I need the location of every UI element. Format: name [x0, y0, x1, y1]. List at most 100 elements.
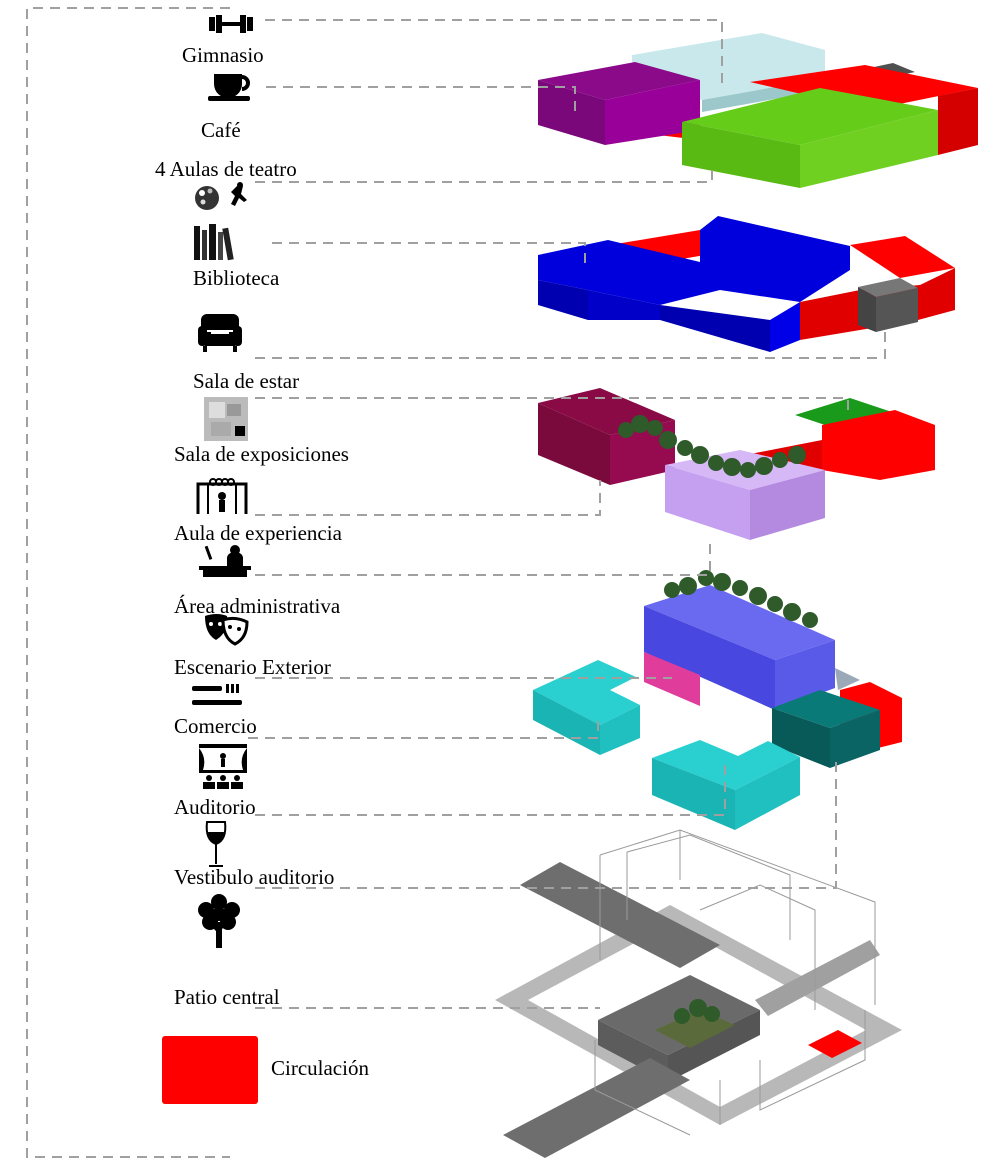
volume-aulas-teatro-front	[682, 122, 800, 188]
volume-escenario-top	[644, 585, 835, 660]
tree	[631, 415, 649, 433]
tree	[618, 422, 634, 438]
leader-aulas-teatro	[255, 165, 713, 183]
volume-aulas-teatro-top	[682, 88, 938, 145]
wire-edge	[599, 829, 876, 1005]
leader-auditorio	[255, 760, 726, 816]
base-cross-band-3	[755, 940, 880, 1016]
volume-circulacion-top	[750, 65, 978, 110]
label-biblioteca: Biblioteca	[193, 266, 280, 290]
base-wireframe	[594, 829, 876, 1136]
tree	[698, 570, 714, 586]
palette-dance-icon	[195, 182, 247, 210]
wire-edge	[759, 1010, 866, 1111]
volume-sala-estar-front	[858, 287, 876, 332]
tree	[732, 580, 748, 596]
books-icon	[194, 224, 234, 261]
volume-cafe-top	[538, 62, 700, 100]
tree	[772, 452, 788, 468]
volume-comercio-top	[533, 660, 640, 725]
coffee-cup-icon	[208, 74, 250, 101]
volume-circulacion-l3-b	[850, 236, 955, 278]
volume-circulacion-top-side	[938, 88, 978, 155]
armchair-icon	[198, 314, 242, 352]
label-escenario-exterior: Escenario Exterior	[174, 655, 331, 679]
tree	[723, 458, 741, 476]
legend-swatch-circulacion	[162, 1036, 258, 1104]
volume-sala-estar-top	[858, 278, 918, 297]
volume-comercio2-front	[652, 758, 735, 830]
tree	[679, 577, 697, 595]
leader-sala-estar	[255, 330, 886, 359]
wire-edge	[594, 1040, 691, 1136]
tree	[664, 582, 680, 598]
label-comercio: Comercio	[174, 714, 257, 738]
wire-edge	[626, 834, 791, 940]
level-top	[538, 33, 978, 188]
tree	[783, 603, 801, 621]
label-aulas-teatro: 4 Aulas de teatro	[155, 157, 297, 181]
label-sala-exposiciones: Sala de exposiciones	[174, 442, 349, 466]
leader-vestibulo	[255, 760, 837, 889]
stage-audience-icon	[199, 744, 247, 789]
wire-edge	[699, 884, 816, 1010]
tree	[713, 573, 731, 591]
base-cross-band-2	[503, 1058, 690, 1158]
volume-auditorio-top	[772, 690, 880, 728]
tree	[674, 1008, 690, 1024]
volume-plinth-grey	[835, 668, 860, 690]
volume-exposiciones-front	[538, 403, 610, 485]
frame-dashed-line	[26, 7, 230, 1158]
wine-glass-icon	[205, 821, 227, 867]
gallery-icon	[204, 397, 248, 441]
volume-biblioteca-side	[770, 302, 800, 352]
tree	[677, 440, 693, 456]
tree	[691, 446, 709, 464]
tree-icon	[198, 894, 240, 948]
label-sala-estar: Sala de estar	[193, 369, 300, 393]
tree	[767, 596, 783, 612]
leader-area-administrativa	[255, 540, 711, 576]
volume-cafe-side	[605, 80, 700, 145]
volume-aulas-teatro-side	[800, 110, 938, 188]
label-vestibulo: Vestibulo auditorio	[174, 865, 335, 889]
label-cafe: Café	[201, 118, 241, 142]
dumbbell-icon	[209, 15, 253, 33]
legend-label-circulacion: Circulación	[271, 1056, 369, 1080]
label-aula-experiencia: Aula de experiencia	[174, 521, 342, 545]
volume-admin-green	[795, 398, 895, 430]
office-desk-icon	[199, 545, 251, 577]
label-auditorio: Auditorio	[174, 795, 256, 819]
volume-auditorio-front	[772, 708, 830, 768]
volume-comercio-front	[533, 690, 600, 755]
cutlery-icon	[192, 684, 242, 705]
tree	[659, 431, 677, 449]
volume-biblioteca-front	[538, 280, 588, 320]
base-platform-side	[668, 1010, 760, 1082]
tree	[708, 455, 724, 471]
volume-biblioteca-front3	[660, 305, 770, 352]
label-gimnasio: Gimnasio	[182, 43, 264, 67]
volume-biblioteca-top	[538, 216, 850, 305]
classroom-icon	[196, 478, 248, 514]
tree	[704, 1006, 720, 1022]
volume-escenario-front	[644, 606, 775, 710]
tree	[749, 587, 767, 605]
tree	[802, 612, 818, 628]
tree	[647, 420, 663, 436]
label-area-administrativa: Área administrativa	[174, 594, 341, 618]
tree	[755, 457, 773, 475]
level-exhibition	[538, 388, 935, 540]
level-base	[495, 829, 902, 1158]
volume-auditorio-side	[830, 710, 880, 768]
theater-masks-icon	[205, 614, 249, 646]
base-circulacion	[808, 1030, 862, 1058]
tree	[689, 999, 707, 1017]
leader-lines	[248, 19, 886, 1009]
tree	[740, 462, 756, 478]
volume-sala-estar-side	[876, 288, 918, 332]
volume-cafe-front	[538, 80, 605, 145]
leader-cafe	[266, 86, 576, 118]
